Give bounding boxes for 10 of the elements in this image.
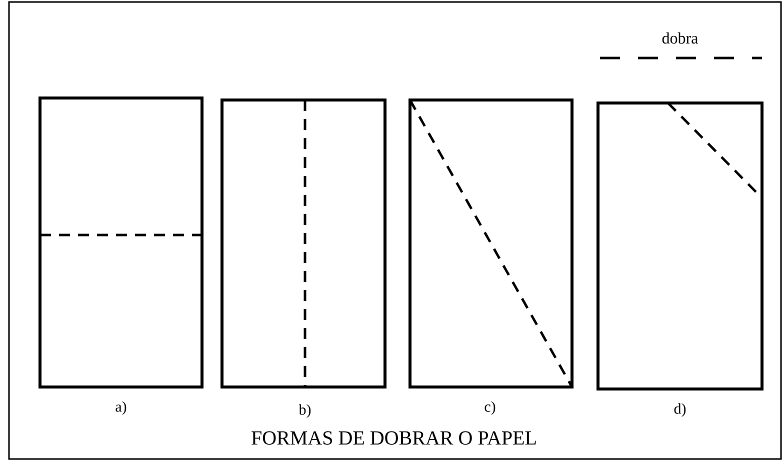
paper-drawing — [38, 96, 204, 388]
panel-label: b) — [298, 404, 311, 418]
paper-drawing — [596, 102, 764, 390]
paper-drawing — [220, 98, 386, 388]
caption: FORMAS DE DOBRAR O PAPEL — [252, 431, 536, 445]
panel-label: d) — [674, 403, 686, 417]
paper-drawing — [408, 98, 574, 388]
panel-label: a) — [116, 401, 126, 415]
legend-label: dobra — [662, 32, 698, 44]
panel-label: c) — [484, 401, 496, 415]
